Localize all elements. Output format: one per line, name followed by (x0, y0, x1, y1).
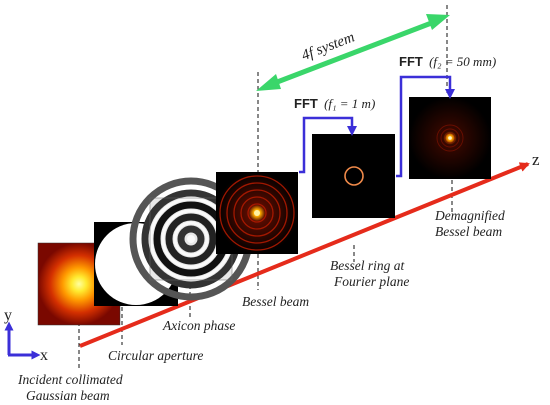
demagnified-bessel-plane (409, 97, 491, 179)
fft2-prefix: FFT (399, 54, 423, 69)
demagnified-label-line2: Bessel beam (435, 224, 502, 239)
fft2-arrow (396, 75, 455, 178)
bessel-beam-plane (216, 172, 298, 254)
fourier-plane-ring (312, 134, 395, 218)
axis-x-label: x (40, 347, 48, 364)
bessel-beam-label: Bessel beam (242, 294, 309, 309)
fft1-label: FFT (f₁ = 1 m) (294, 96, 375, 111)
fft1-params: (f₁ = 1 m) (324, 96, 375, 111)
circular-aperture-label: Circular aperture (108, 348, 203, 363)
4f-system-label: 4f system (299, 29, 357, 64)
4f-system-arrow (256, 14, 450, 91)
fft2-label: FFT (f₂ = 50 mm) (399, 54, 496, 69)
demagnified-label-line1: Demagnified (434, 208, 505, 223)
bessel-ring-label-line2: Fourier plane (333, 274, 409, 289)
bessel-ring-label-line1: Bessel ring at (330, 258, 405, 273)
beam-axis-arrow (79, 162, 530, 348)
fft1-arrow (299, 116, 357, 174)
fft1-prefix: FFT (294, 96, 318, 111)
incident-beam-label-line1: Incident collimated (17, 372, 123, 387)
coordinate-axes: y x (4, 307, 48, 364)
fft2-params: (f₂ = 50 mm) (429, 54, 496, 69)
axicon-phase-label: Axicon phase (162, 318, 235, 333)
axis-z-label: z (532, 150, 540, 169)
incident-beam-label-line2: Gaussian beam (26, 388, 110, 403)
axis-y-label: y (4, 307, 12, 324)
